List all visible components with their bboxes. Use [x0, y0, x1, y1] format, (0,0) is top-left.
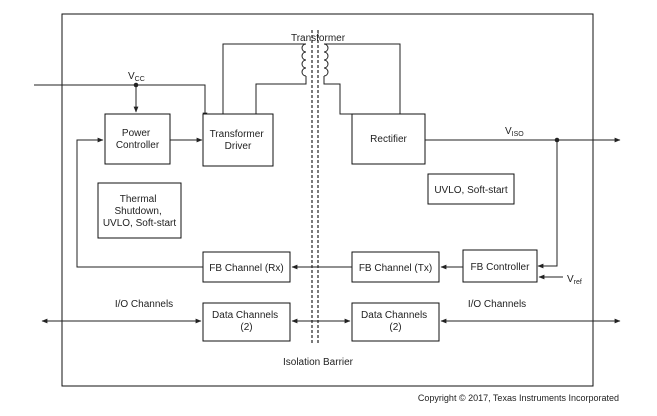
vref-label: Vref: [567, 274, 582, 286]
fb-controller-block: [462, 249, 538, 283]
viso-label: VISO: [505, 126, 524, 138]
thermal-shutdown-block: [97, 182, 182, 239]
isolation-barrier-label: Isolation Barrier: [283, 357, 354, 368]
device-boundary: [61, 13, 594, 387]
copyright-text: Copyright © 2017, Texas Instruments Inco…: [418, 393, 619, 403]
fb-channel-tx-block: [351, 251, 440, 283]
viso-feedback-wire: [537, 140, 558, 269]
fb-channel-rx-block: [202, 251, 291, 283]
fb-rx-to-power-controller-wire: [76, 137, 203, 268]
data-channels-left-block: [202, 302, 291, 342]
fb-channel-rx-label: FB Channel (Rx): [209, 263, 283, 274]
data-channels-right-block: [351, 302, 440, 342]
transformer-secondary-coil: [323, 43, 329, 77]
transformer-label: Transformer: [291, 33, 346, 44]
fb-controller-label: FB Controller: [471, 262, 531, 273]
wire-driver-to-primary-top: [222, 43, 306, 114]
vcc-input-wire: [34, 84, 208, 119]
io-channels-left-label: I/O Channels: [115, 299, 173, 310]
wire-secondary-bottom-to-rectifier: [323, 76, 357, 115]
transformer-primary-coil: [301, 43, 307, 77]
power-controller-label: Power Controller: [116, 128, 160, 151]
thermal-shutdown-label: Thermal Shutdown, UVLO, Soft-start: [103, 194, 177, 229]
vcc-label: VCC: [128, 71, 145, 83]
data-channels-right-label: Data Channels (2): [361, 310, 430, 333]
rectifier-label: Rectifier: [370, 134, 407, 145]
uvlo-soft-start-label: UVLO, Soft-start: [434, 185, 508, 196]
wire-secondary-top-to-rectifier: [324, 43, 401, 114]
wire-driver-to-primary-bottom: [255, 76, 307, 114]
transformer-driver-label: Transformer Driver: [210, 129, 267, 152]
uvlo-soft-start-block: [427, 173, 515, 205]
data-channels-left-label: Data Channels (2): [212, 310, 281, 333]
vcc-junction-dot: [133, 82, 139, 88]
transformer-driver-block: [202, 113, 274, 167]
power-controller-block: [104, 113, 171, 165]
rectifier-block: [351, 113, 426, 165]
io-channels-right-label: I/O Channels: [468, 299, 526, 310]
fb-channel-tx-label: FB Channel (Tx): [359, 263, 432, 274]
